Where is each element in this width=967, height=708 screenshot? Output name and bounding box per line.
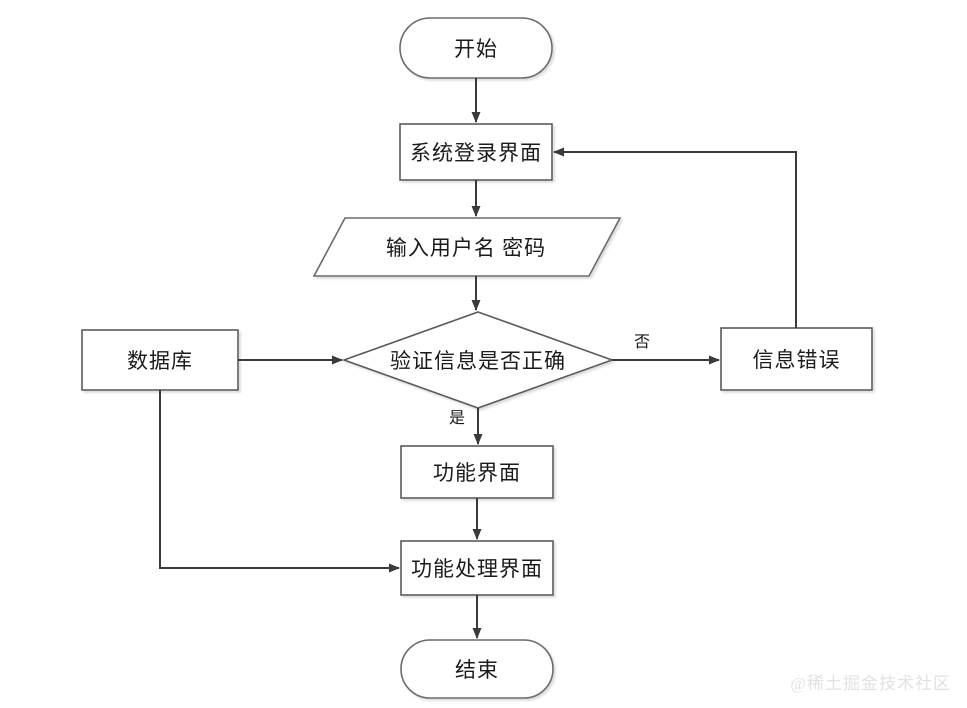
node-end-shape[interactable] <box>400 639 554 699</box>
node-input-shape[interactable] <box>312 217 622 277</box>
node-funcprocess-shape[interactable] <box>400 540 554 596</box>
node-verify-shape[interactable] <box>341 311 615 409</box>
edge-database-to-funcprocess <box>159 390 400 573</box>
node-func-shape[interactable] <box>400 445 554 499</box>
watermark: @稀土掘金技术社区 <box>790 674 951 693</box>
edge-error-to-login <box>553 147 797 328</box>
node-start-shape[interactable] <box>399 17 553 79</box>
node-database-shape[interactable] <box>81 329 239 391</box>
node-login-shape[interactable] <box>399 123 553 181</box>
node-error-shape[interactable] <box>720 327 873 391</box>
